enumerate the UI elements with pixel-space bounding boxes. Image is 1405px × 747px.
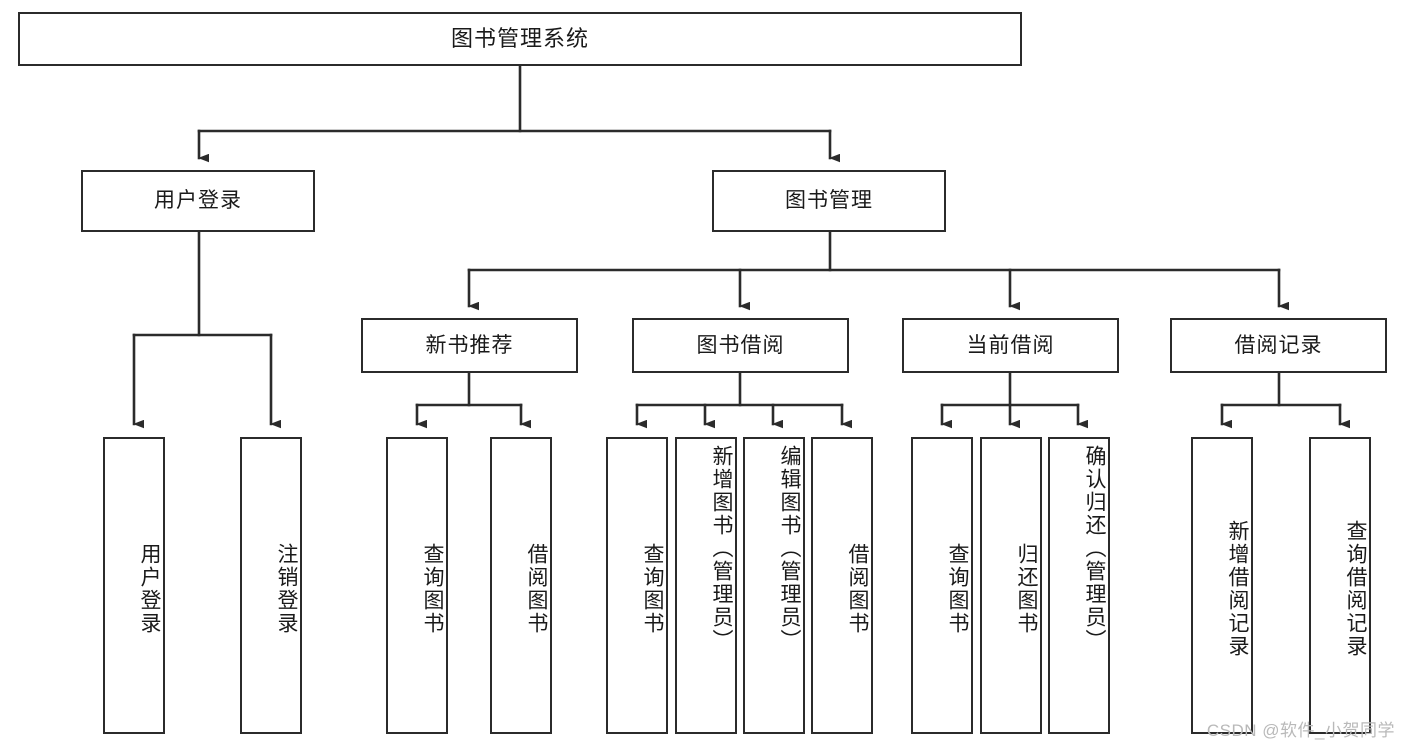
node-user-login[interactable]: 用户登录: [81, 170, 315, 232]
node-label: 借阅图书: [525, 542, 548, 635]
node-leaf-add-book[interactable]: 新增图书（管理员）: [675, 437, 737, 734]
node-label: 查询借阅记录: [1344, 519, 1367, 658]
node-label: 查询图书: [641, 542, 664, 635]
node-label: 用户登录: [154, 189, 242, 213]
node-book-borrow[interactable]: 图书借阅: [632, 318, 849, 373]
node-leaf-borrow-book-1[interactable]: 借阅图书: [490, 437, 552, 734]
node-leaf-logout[interactable]: 注销登录: [240, 437, 302, 734]
node-root-system[interactable]: 图书管理系统: [18, 12, 1022, 66]
node-label: 图书管理: [785, 189, 873, 213]
node-leaf-user-login[interactable]: 用户登录: [103, 437, 165, 734]
node-label: 图书借阅: [696, 333, 785, 357]
node-label: 当前借阅: [966, 333, 1055, 357]
node-label: 新增借阅记录: [1226, 519, 1249, 658]
node-leaf-query-record[interactable]: 查询借阅记录: [1309, 437, 1371, 734]
node-leaf-confirm-return[interactable]: 确认归还（管理员）: [1048, 437, 1110, 734]
node-label: 图书管理系统: [450, 25, 589, 51]
node-label: 确认归还（管理员）: [1083, 445, 1106, 652]
node-label: 借阅记录: [1234, 333, 1323, 357]
node-new-book-recommend[interactable]: 新书推荐: [361, 318, 578, 373]
node-label: 新增图书（管理员）: [710, 445, 733, 652]
node-leaf-query-book-2[interactable]: 查询图书: [606, 437, 668, 734]
node-leaf-borrow-book-2[interactable]: 借阅图书: [811, 437, 873, 734]
node-label: 查询图书: [946, 542, 969, 635]
node-label: 借阅图书: [846, 542, 869, 635]
node-label: 新书推荐: [425, 333, 514, 357]
node-book-manage[interactable]: 图书管理: [712, 170, 946, 232]
node-label: 用户登录: [138, 542, 161, 635]
node-leaf-query-book-1[interactable]: 查询图书: [386, 437, 448, 734]
node-label: 归还图书: [1015, 542, 1038, 635]
node-leaf-query-book-3[interactable]: 查询图书: [911, 437, 973, 734]
node-current-borrow[interactable]: 当前借阅: [902, 318, 1119, 373]
node-leaf-edit-book[interactable]: 编辑图书（管理员）: [743, 437, 805, 734]
node-leaf-add-record[interactable]: 新增借阅记录: [1191, 437, 1253, 734]
node-label: 注销登录: [275, 542, 298, 635]
node-label: 查询图书: [421, 542, 444, 635]
node-borrow-record[interactable]: 借阅记录: [1170, 318, 1387, 373]
node-leaf-return-book[interactable]: 归还图书: [980, 437, 1042, 734]
watermark: CSDN @软件_小贺同学: [1206, 721, 1395, 740]
node-label: 编辑图书（管理员）: [778, 445, 801, 652]
